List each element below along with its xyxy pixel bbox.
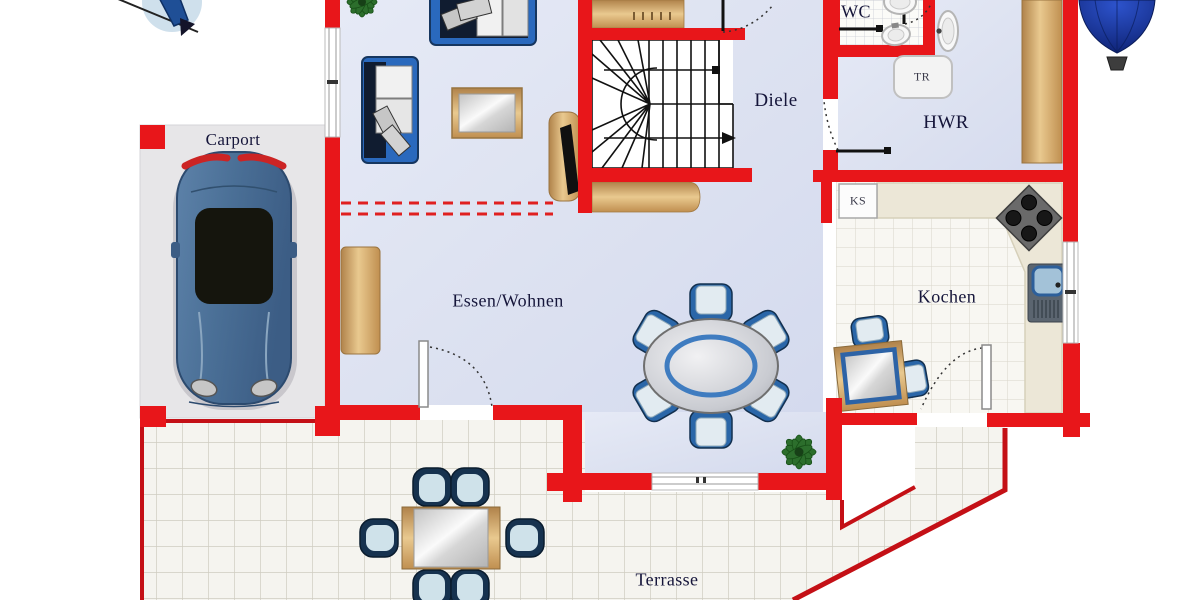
label-living-dining: Essen/Wohnen xyxy=(452,290,564,311)
terrace-door-arc xyxy=(429,346,493,408)
terrace-door-gap xyxy=(420,405,493,420)
label-dryer: TR xyxy=(913,69,931,84)
wc-door-arc xyxy=(904,3,932,25)
kitchen-sink xyxy=(1027,263,1067,323)
utility-door-arc xyxy=(823,100,839,151)
label-kitchen: Kochen xyxy=(917,286,977,307)
label-carport: Carport xyxy=(205,130,261,149)
dining-table-set xyxy=(632,283,790,449)
plant-dining xyxy=(781,434,817,470)
window-left-wall xyxy=(324,27,341,138)
stove xyxy=(995,184,1063,252)
sideboard xyxy=(340,246,381,355)
entrance-door-arc xyxy=(722,3,775,33)
utility-sink xyxy=(936,10,959,52)
dryer-box xyxy=(893,55,953,99)
kitchen-door-panel xyxy=(981,344,992,410)
staircase xyxy=(591,0,736,213)
kitchen-counter xyxy=(876,182,1063,414)
label-terrace: Terrasse xyxy=(635,569,699,590)
kitchen-table-set xyxy=(833,315,930,412)
dining-table xyxy=(643,318,779,414)
label-fridge: KS xyxy=(849,193,867,208)
terrace-chairs xyxy=(359,467,545,600)
tv-board xyxy=(548,111,581,202)
car-top-view xyxy=(171,151,297,410)
hot-air-balloon-icon xyxy=(1078,0,1156,71)
toilet xyxy=(883,0,917,15)
sofa-top xyxy=(429,0,537,46)
kitchen-door-arc xyxy=(920,347,983,410)
utility-closet xyxy=(1021,0,1063,164)
label-hallway: Diele xyxy=(754,90,798,111)
doors xyxy=(418,0,992,425)
terrace-door-panel xyxy=(418,340,429,408)
label-wc: WC xyxy=(841,1,871,22)
window-kitchen xyxy=(1062,241,1079,344)
wc-sink xyxy=(881,22,911,47)
overhang-dashed-line xyxy=(341,201,553,216)
compass-icon xyxy=(117,0,202,36)
sofa-left xyxy=(361,56,419,164)
plant-living xyxy=(346,0,378,18)
carport-area xyxy=(139,124,326,419)
walls xyxy=(140,0,1090,502)
coffee-table xyxy=(451,87,523,139)
terrace-table-set xyxy=(359,467,545,600)
label-utility: HWR xyxy=(923,112,969,133)
kitchen-door-gap xyxy=(917,413,987,425)
window-bay xyxy=(651,472,759,491)
fridge-box xyxy=(838,183,878,219)
